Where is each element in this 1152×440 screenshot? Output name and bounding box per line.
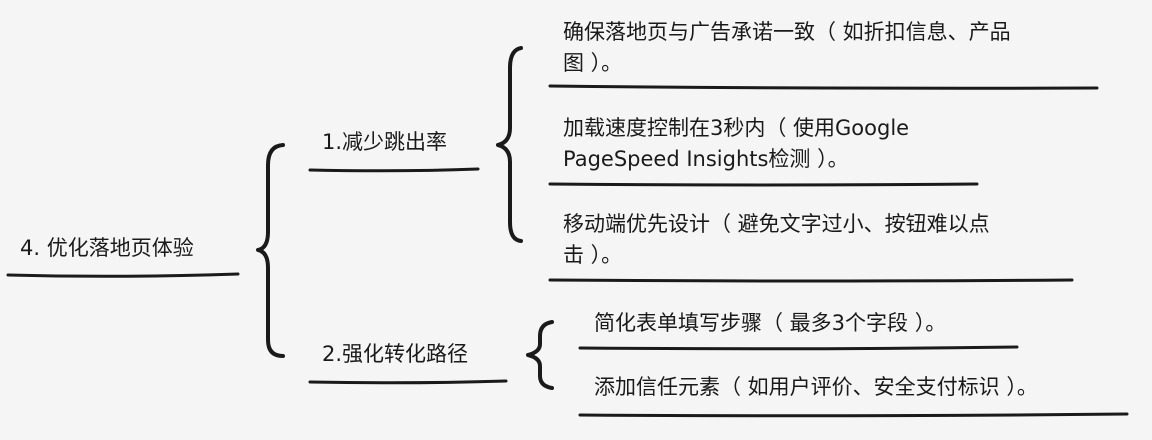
leaf-3-underline — [548, 278, 1074, 283]
leaf-node-5: 添加信任元素（ 如用户评价、安全支付标识 ）。 — [594, 372, 1038, 403]
leaf-2-line-2: PageSpeed Insights检测 ）。 — [563, 147, 849, 171]
leaf-2-line-1: 加载速度控制在3秒内（ 使用Google — [563, 116, 910, 140]
branch-1-label: 1.减少跳出率 — [322, 130, 448, 154]
root-brace — [256, 143, 285, 358]
branch-node-1: 1.减少跳出率 — [322, 127, 447, 158]
leaf-3-line-2: 击 ）。 — [563, 243, 623, 267]
leaf-1-line-1: 确保落地页与广告承诺一致（ 如折扣信息、产品 — [563, 20, 1011, 44]
leaf-5-underline — [578, 412, 1129, 418]
branch-2-brace — [526, 320, 554, 390]
branch-2-underline — [308, 379, 508, 385]
leaf-5-line-1: 添加信任元素（ 如用户评价、安全支付标识 ）。 — [594, 375, 1038, 399]
branch-1-underline — [308, 167, 480, 173]
leaf-1-line-2: 图 ）。 — [563, 51, 623, 75]
leaf-2-underline — [548, 182, 979, 187]
root-label: 4. 优化落地页体验 — [20, 236, 194, 260]
root-underline — [6, 272, 240, 278]
leaf-node-3: 移动端优先设计（ 避免文字过小、按钮难以点 击 ）。 — [563, 209, 990, 271]
leaf-node-4: 简化表单填写步骤（ 最多3个字段 ）。 — [594, 308, 946, 339]
branch-1-brace — [496, 46, 523, 243]
branch-2-label: 2.强化转化路径 — [322, 342, 469, 366]
leaf-1-underline — [548, 84, 1099, 90]
leaf-4-underline — [578, 345, 1019, 351]
root-node: 4. 优化落地页体验 — [20, 233, 194, 264]
leaf-3-line-1: 移动端优先设计（ 避免文字过小、按钮难以点 — [563, 212, 990, 236]
leaf-node-2: 加载速度控制在3秒内（ 使用Google PageSpeed Insights检… — [563, 113, 909, 175]
leaf-4-line-1: 简化表单填写步骤（ 最多3个字段 ）。 — [594, 311, 947, 335]
leaf-node-1: 确保落地页与广告承诺一致（ 如折扣信息、产品 图 ）。 — [563, 17, 1011, 79]
branch-node-2: 2.强化转化路径 — [322, 339, 468, 370]
